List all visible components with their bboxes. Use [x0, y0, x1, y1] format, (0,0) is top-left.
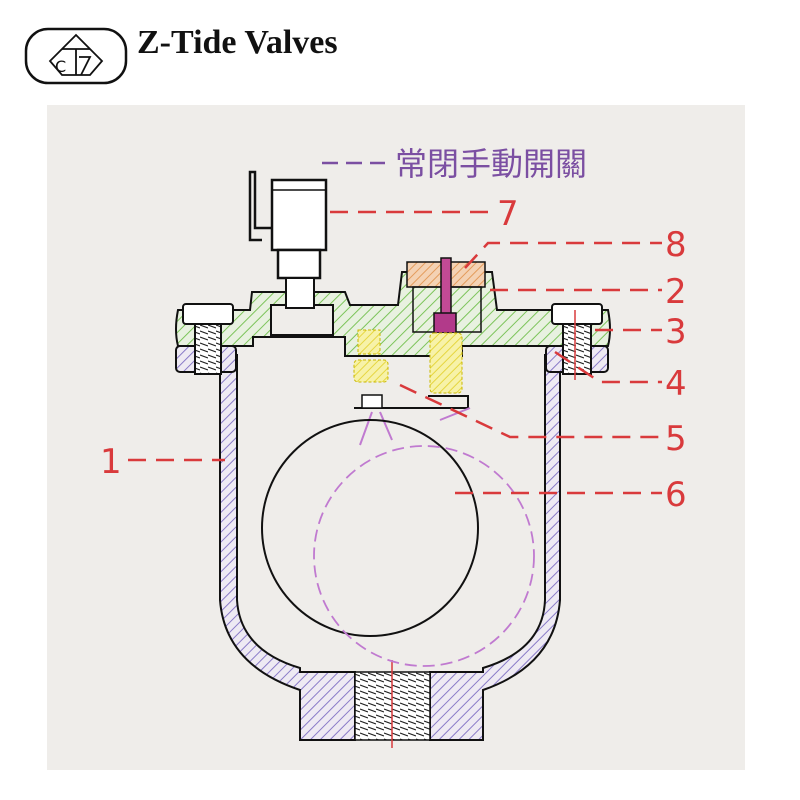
manual-valve: [248, 170, 328, 309]
part-label-3: 3: [665, 312, 687, 352]
part-label-6: 6: [665, 475, 687, 515]
part-label-7: 7: [497, 194, 519, 234]
part-label-1: 1: [100, 442, 122, 482]
company-logo: C: [24, 27, 128, 85]
float-ball-open-position: [313, 445, 535, 667]
header: C Z-Tide Valves: [0, 0, 800, 100]
brand-name: Z-Tide Valves: [137, 24, 338, 61]
valve-cover: [175, 271, 611, 357]
valve-body: [175, 345, 609, 748]
leader-lines: [128, 210, 662, 495]
brass-seats: [353, 329, 471, 446]
manual-valve-label: 常閉手動開關: [395, 145, 587, 183]
svg-text:C: C: [55, 57, 66, 76]
part-label-5: 5: [665, 419, 687, 459]
part-label-8: 8: [665, 225, 687, 265]
part-label-4: 4: [665, 364, 687, 404]
bolts: [182, 303, 603, 380]
float-ball: [261, 419, 479, 637]
part-label-2: 2: [665, 272, 687, 312]
